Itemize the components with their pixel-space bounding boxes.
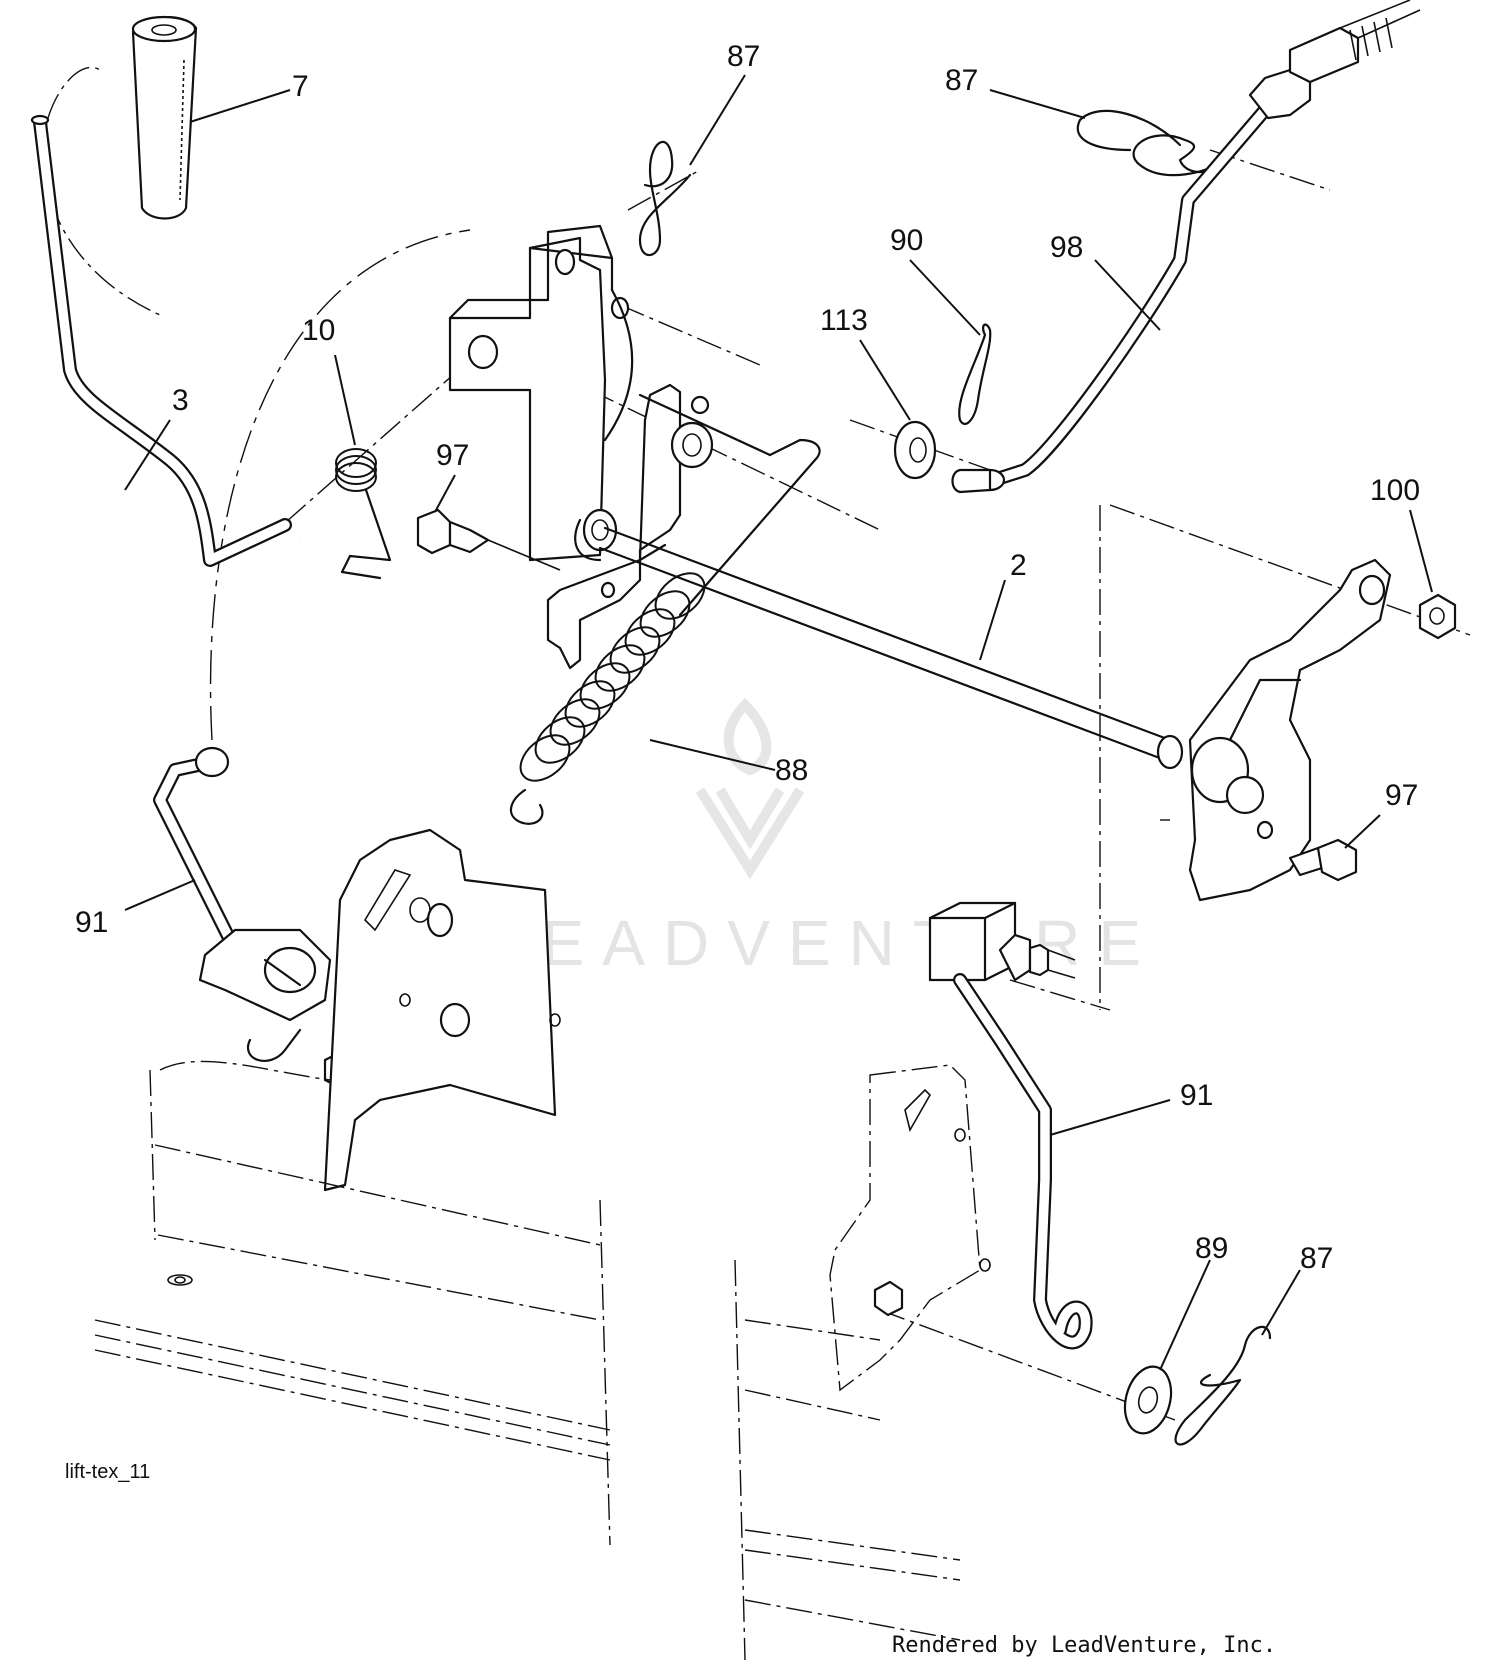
handle-grip-part-7 bbox=[131, 15, 198, 220]
lift-arm-right bbox=[1188, 558, 1392, 902]
hairpin-clip-part-87-top bbox=[638, 140, 692, 257]
callout-97-left: 97 bbox=[436, 439, 469, 472]
callout-10: 10 bbox=[302, 314, 335, 347]
callout-2: 2 bbox=[1010, 549, 1027, 582]
hairpin-clip-part-87-right bbox=[1076, 109, 1217, 177]
callout-87-upper-right: 87 bbox=[945, 64, 978, 97]
deck-mount-plate-left bbox=[323, 828, 561, 1192]
callout-labels: 7 87 87 10 3 97 90 98 113 100 2 88 97 91… bbox=[75, 40, 1420, 1275]
nut-part-100 bbox=[1418, 593, 1457, 640]
callout-91-left: 91 bbox=[75, 906, 108, 939]
callout-91-right: 91 bbox=[1180, 1079, 1213, 1112]
callout-113: 113 bbox=[820, 304, 868, 337]
figure-code: lift-tex_11 bbox=[65, 1461, 150, 1483]
bolt-part-97-left bbox=[416, 508, 561, 571]
leader-lines bbox=[124, 74, 1433, 1371]
torsion-spring-part-10 bbox=[335, 448, 392, 580]
spring-coils bbox=[519, 572, 706, 782]
callout-90: 90 bbox=[890, 224, 923, 257]
lift-lever-part-3 bbox=[30, 114, 292, 567]
trunnion-block bbox=[928, 901, 1076, 982]
callout-97-right: 97 bbox=[1385, 779, 1418, 812]
deck-housing-right bbox=[734, 1259, 961, 1661]
callout-3: 3 bbox=[172, 384, 189, 417]
bolt-part-97-right bbox=[1288, 838, 1358, 882]
watermark-text: LEADVENTURE bbox=[488, 907, 1159, 979]
pivot-bracket bbox=[448, 224, 714, 670]
deck-housing-left bbox=[94, 1060, 611, 1546]
clip-part-90 bbox=[958, 323, 992, 425]
extension-spring-part-88 bbox=[509, 393, 821, 825]
callout-100: 100 bbox=[1370, 474, 1420, 507]
watermark-logo: LEADVENTURE bbox=[488, 697, 1159, 979]
callout-88: 88 bbox=[775, 754, 808, 787]
lift-link-part-91-right bbox=[953, 973, 1093, 1350]
callout-98: 98 bbox=[1050, 231, 1083, 264]
link-rod-part-98 bbox=[951, 0, 1421, 494]
render-credit: Rendered by LeadVenture, Inc. bbox=[892, 1633, 1276, 1658]
callout-87-bottom: 87 bbox=[1300, 1242, 1333, 1275]
lift-shaft-part-2 bbox=[598, 526, 1184, 770]
washer-part-113 bbox=[893, 420, 937, 480]
deck-mount-plate-right bbox=[829, 1064, 991, 1392]
callout-87-top: 87 bbox=[727, 40, 760, 73]
washer-part-89 bbox=[1123, 1365, 1173, 1435]
callout-7: 7 bbox=[292, 70, 309, 103]
callout-89: 89 bbox=[1195, 1232, 1228, 1265]
hairpin-clip-part-87-bottom bbox=[1174, 1325, 1272, 1446]
